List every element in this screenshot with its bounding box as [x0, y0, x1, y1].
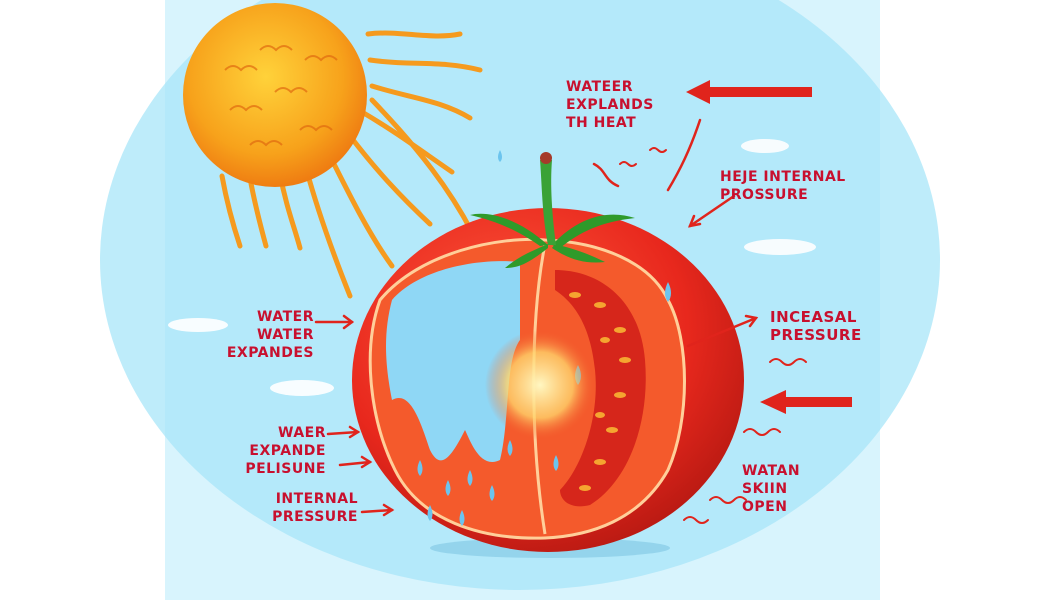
- label-skin-open: WATAN SKIIN OPEN: [742, 462, 800, 516]
- label-line: INTERNAL: [275, 491, 358, 507]
- label-line: WATEER: [566, 79, 634, 95]
- label-line: EXPLANDS: [566, 97, 654, 113]
- label-line: EXPANDES: [226, 345, 314, 361]
- water-region: [386, 261, 520, 463]
- label-line: PRESSURE: [770, 326, 862, 344]
- label-internal-pressure-upper: HEJE INTERNAL PROSSURE: [720, 168, 846, 204]
- label-line: WATER: [257, 309, 314, 325]
- stem-icon: [470, 152, 635, 268]
- label-water-expands-left: WATER WATER EXPANDES: [226, 308, 314, 362]
- label-water-expands-heat: WATEER EXPLANDS TH HEAT: [566, 78, 654, 132]
- label-line: INCEASAL: [770, 308, 857, 326]
- squiggles: [619, 147, 807, 524]
- cloud-icon: [168, 139, 816, 396]
- label-line: WATAN: [742, 463, 801, 479]
- seeds: [569, 292, 631, 491]
- label-increased-pressure: INCEASAL PRESSURE: [770, 308, 862, 344]
- label-water-expand-pressure: WAER EXPANDE PELISUNE: [230, 424, 326, 478]
- arrow-icon: [686, 80, 852, 414]
- sun-rays: [219, 30, 483, 299]
- label-line: SKIIN: [742, 481, 788, 497]
- label-line: HEJE INTERNAL: [720, 169, 846, 185]
- label-line: OPEN: [742, 499, 788, 515]
- label-line: PRESSURE: [272, 509, 358, 525]
- label-line: EXPANDE: [249, 443, 326, 459]
- label-line: PELISUNE: [245, 461, 326, 477]
- label-line: TH HEAT: [566, 115, 637, 131]
- label-line: PROSSURE: [720, 187, 809, 203]
- label-line: WAER: [278, 425, 326, 441]
- sun-icon: [183, 3, 367, 187]
- heat-burst: [485, 330, 595, 440]
- tomato-icon: [352, 150, 744, 552]
- label-internal-pressure-lower: INTERNAL PRESSURE: [262, 490, 358, 526]
- pointer-arrows: [314, 118, 759, 517]
- label-line: WATER: [257, 327, 314, 343]
